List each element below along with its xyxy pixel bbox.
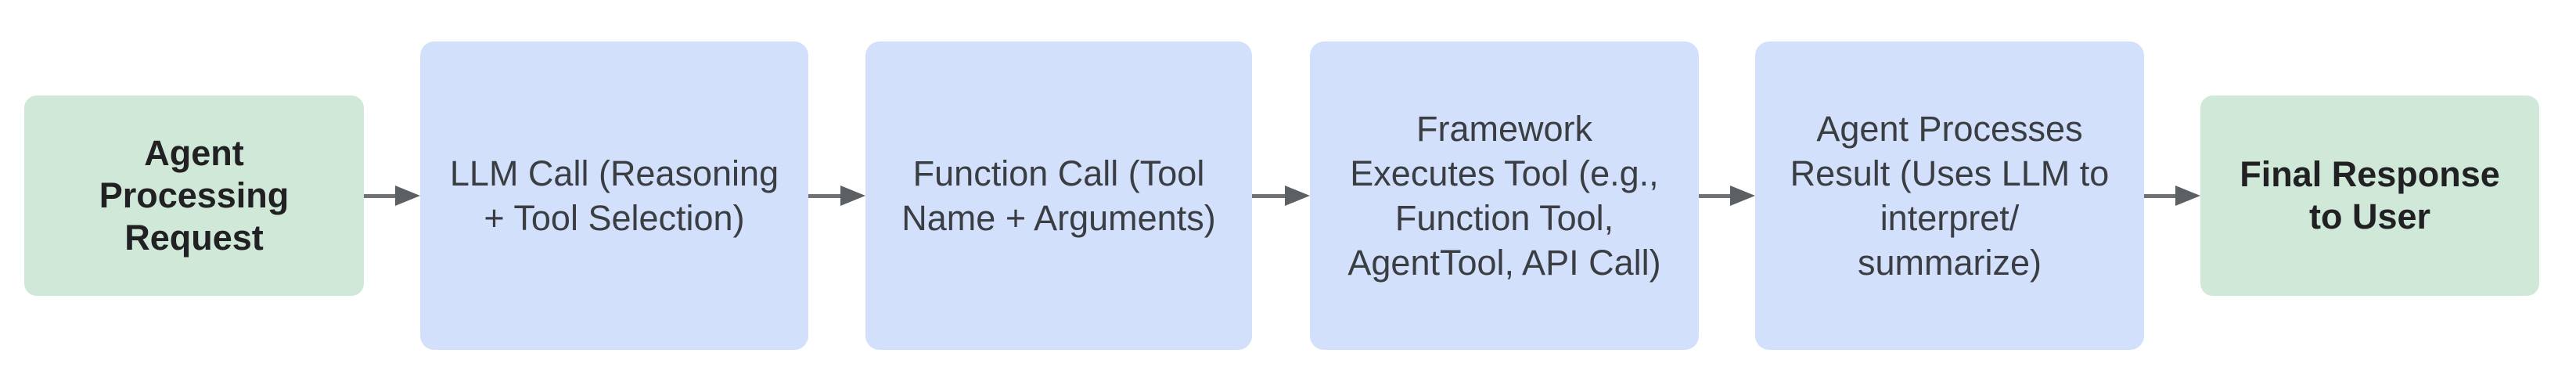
- arrow-head-icon: [395, 186, 420, 206]
- flow-arrow-5: [2144, 186, 2200, 206]
- node-label: Agent Processes Result (Uses LLM to inte…: [1790, 109, 2110, 283]
- flow-arrow-1: [364, 186, 420, 206]
- node-framework-executes-tool: Framework Executes Tool (e.g., Function …: [1310, 41, 1699, 350]
- node-label: LLM Call (Reasoning + Tool Selection): [449, 153, 779, 238]
- flow-arrow-3: [1252, 186, 1310, 206]
- arrow-line: [808, 193, 840, 198]
- node-label: Framework Executes Tool (e.g., Function …: [1347, 109, 1661, 283]
- arrow-head-icon: [1285, 186, 1310, 206]
- arrow-head-icon: [1730, 186, 1755, 206]
- arrow-line: [1252, 193, 1285, 198]
- node-label: Agent Processing Request: [99, 133, 290, 258]
- node-llm-call: LLM Call (Reasoning + Tool Selection): [420, 41, 808, 350]
- node-agent-processing-request: Agent Processing Request: [24, 96, 364, 296]
- node-function-call: Function Call (Tool Name + Arguments): [865, 41, 1252, 350]
- arrow-head-icon: [2175, 186, 2200, 206]
- node-agent-processes-result: Agent Processes Result (Uses LLM to inte…: [1755, 41, 2144, 350]
- node-final-response-to-user: Final Response to User: [2200, 96, 2539, 296]
- flow-arrow-2: [808, 186, 865, 206]
- node-label: Final Response to User: [2240, 154, 2500, 236]
- arrow-head-icon: [840, 186, 865, 206]
- node-label: Function Call (Tool Name + Arguments): [901, 153, 1216, 238]
- arrow-line: [2144, 193, 2175, 198]
- arrow-line: [1699, 193, 1730, 198]
- flow-arrow-4: [1699, 186, 1755, 206]
- arrow-line: [364, 193, 395, 198]
